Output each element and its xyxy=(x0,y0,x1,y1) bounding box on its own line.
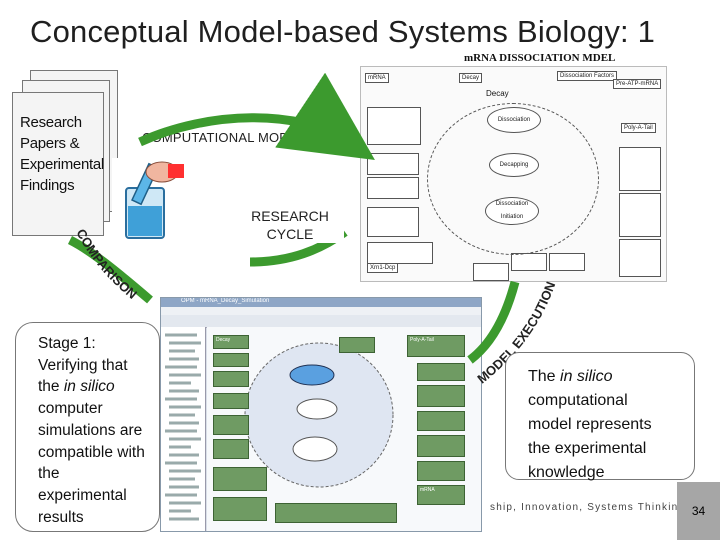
canvas-node[interactable] xyxy=(213,415,249,435)
diagram-node: Pre-ATP-mRNA xyxy=(613,79,662,89)
comparison-arrow xyxy=(67,235,153,304)
diagram-node: Poly-A-Tail xyxy=(621,123,656,133)
diagram-node-box xyxy=(367,177,419,199)
papers-line: Findings xyxy=(20,177,75,194)
diagram-node-box xyxy=(367,207,419,237)
canvas-node[interactable]: mRNA xyxy=(417,485,465,505)
app-tree-panel xyxy=(161,327,206,531)
stage-line: simulations are xyxy=(38,421,143,439)
comp-model-arrow xyxy=(138,72,375,160)
stage-line: the in silico xyxy=(38,378,115,396)
research-cycle-line: RESEARCH xyxy=(251,208,329,224)
canvas-node[interactable] xyxy=(213,353,249,367)
research-cycle-label: RESEARCH CYCLE xyxy=(236,207,344,243)
opm-diagram: Decay mRNA Decay Dissociation Factors Pr… xyxy=(360,66,667,282)
diagram-subtitle: mRNA DISSOCIATION MDEL xyxy=(464,52,616,64)
comparison-arc-text: COMPARISON xyxy=(73,226,140,302)
canvas-node[interactable] xyxy=(417,385,465,407)
decay-label: Decay xyxy=(486,89,509,98)
insilico-line: The in silico xyxy=(528,368,613,385)
stage-line: Verifying that xyxy=(38,356,128,374)
execution-arrow xyxy=(467,280,520,364)
stage-line: the xyxy=(38,465,60,483)
canvas-ellipses xyxy=(244,342,394,488)
canvas-node[interactable] xyxy=(417,363,465,381)
diagram-ellipse: Dissociation Initiation xyxy=(485,197,539,225)
diagram-node-box xyxy=(367,153,419,175)
research-cycle-line: CYCLE xyxy=(266,226,314,242)
canvas-node[interactable]: Decay xyxy=(213,335,249,349)
beaker-icon xyxy=(125,161,184,239)
papers-line: Research xyxy=(20,114,82,131)
tree-lines xyxy=(165,333,201,521)
footer-text: ship, Innovation, Systems Thinking xyxy=(490,502,686,513)
insilico-line: the experimental xyxy=(528,440,647,457)
canvas-node[interactable] xyxy=(213,439,249,459)
canvas-node-label: mRNA xyxy=(420,487,435,493)
diagram-node-box xyxy=(367,242,433,264)
decay-process-ellipse xyxy=(427,103,599,255)
diagram-node: Dissociation Factors xyxy=(557,71,618,81)
stage-line: experimental xyxy=(38,486,127,504)
papers-text: Research Papers & Experimental Findings xyxy=(20,112,110,196)
diagram-node-box xyxy=(367,107,421,145)
app-title: OPM - mRNA_Decay_Simulation xyxy=(181,298,270,304)
diagram-node-box xyxy=(473,263,509,281)
app-canvas[interactable]: Decay Poly-A-Tail mRNA xyxy=(207,327,481,531)
computational-model-label: COMPUTATIONAL MODEL xyxy=(142,130,306,145)
canvas-node[interactable] xyxy=(275,503,397,523)
italic-term: in silico xyxy=(560,368,613,385)
diagram-node-box xyxy=(549,253,585,271)
insilico-callout: The in silico computational model repres… xyxy=(505,352,695,481)
insilico-line: computational xyxy=(528,392,628,409)
insilico-line: model represents xyxy=(528,416,652,433)
canvas-node[interactable] xyxy=(213,497,267,521)
diagram-node-box xyxy=(619,147,661,191)
canvas-node-label: Poly-A-Tail xyxy=(410,337,434,343)
canvas-node-label: Decay xyxy=(216,337,231,343)
canvas-node[interactable] xyxy=(339,337,375,353)
canvas-node[interactable] xyxy=(213,467,267,491)
simulation-app-screenshot: OPM - mRNA_Decay_Simulation xyxy=(160,297,482,532)
papers-line: Papers & xyxy=(20,135,80,152)
papers-line: Experimental xyxy=(20,156,104,173)
stage-line: compatible with xyxy=(38,443,145,461)
diagram-node-box xyxy=(619,193,661,237)
italic-term: in silico xyxy=(63,378,115,396)
canvas-node[interactable]: Poly-A-Tail xyxy=(407,335,465,357)
stage-line: computer xyxy=(38,400,103,418)
paper-sheet xyxy=(12,92,104,236)
insilico-line: knowledge xyxy=(528,464,605,481)
page-number: 34 xyxy=(677,482,720,540)
canvas-node[interactable] xyxy=(417,461,465,481)
stage-callout: Stage 1: Verifying that the in silico co… xyxy=(15,322,160,532)
canvas-node[interactable] xyxy=(213,393,249,409)
diagram-node: Decay xyxy=(459,73,483,83)
diagram-ellipse: Dissociation xyxy=(487,107,541,133)
app-titlebar: OPM - mRNA_Decay_Simulation xyxy=(161,298,481,307)
diagram-node-box xyxy=(619,239,661,277)
canvas-node[interactable] xyxy=(213,371,249,387)
diagram-ellipse: Decapping xyxy=(489,153,539,177)
stage-line: Stage 1: xyxy=(38,335,96,352)
slide-title: Conceptual Model-based Systems Biology: … xyxy=(30,14,656,49)
canvas-node[interactable] xyxy=(417,411,465,431)
beaker-illustration xyxy=(112,158,186,242)
diagram-node: Xrn1-Dcp xyxy=(367,263,399,273)
canvas-node[interactable] xyxy=(417,435,465,457)
stage-line: results xyxy=(38,508,84,526)
